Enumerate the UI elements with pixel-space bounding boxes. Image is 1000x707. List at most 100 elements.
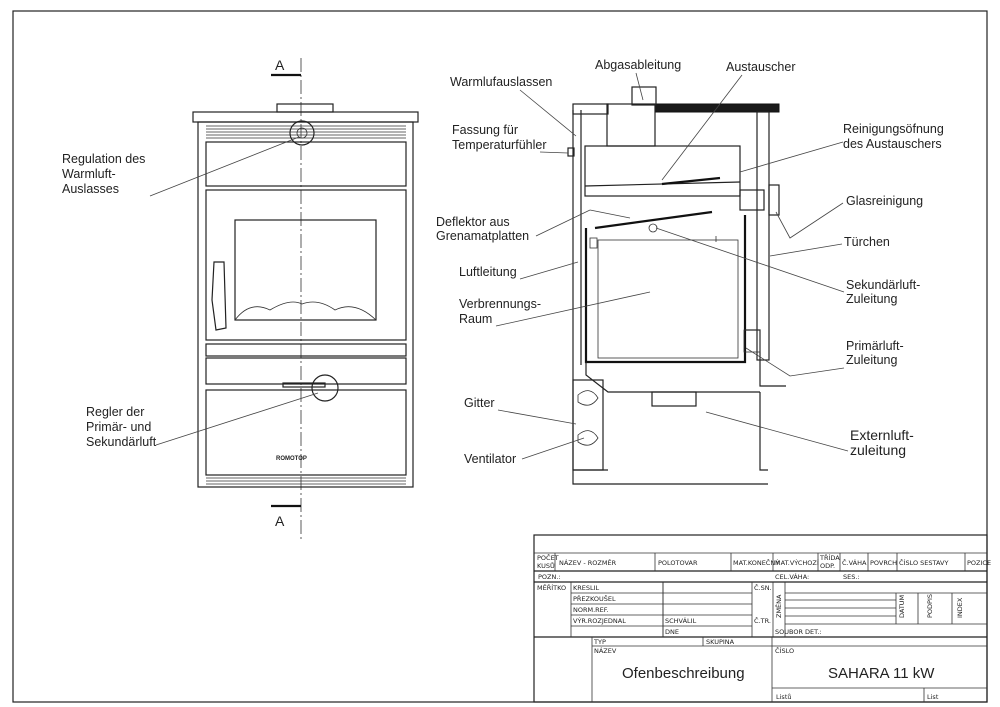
ash-rail xyxy=(205,343,407,357)
tb-pozice: POZICE xyxy=(967,559,991,567)
tb-trida-1: TŘÍDA xyxy=(819,553,840,562)
label-verbrennungsraum-line2: Raum xyxy=(459,312,492,326)
label-regler-line1: Regler der xyxy=(86,405,144,419)
tb-kreslil: KRESLIL xyxy=(573,584,600,592)
label-abgasableitung: Abgasableitung xyxy=(595,58,681,72)
front-view: A A ROMOTOP xyxy=(62,57,419,540)
leader-regler xyxy=(155,392,319,446)
label-glasreinigung: Glasreinigung xyxy=(846,194,923,208)
door xyxy=(205,189,407,341)
flue-outlet xyxy=(606,103,656,147)
section-marker-top: A xyxy=(275,57,285,73)
label-deflektor-line2: Grenamatplatten xyxy=(436,229,529,243)
label-regulation-line3: Auslasses xyxy=(62,182,119,196)
label-externluft-line1: Externluft- xyxy=(850,427,914,443)
tb-soubor-det: SOUBOR DET.: xyxy=(775,628,822,636)
ash-drawer xyxy=(205,357,407,385)
tb-meritko: MĚŘÍTKO xyxy=(537,583,566,592)
section-view: Abgasableitung Austauscher Warmlufauslas… xyxy=(436,58,944,485)
tb-zmena: ZMĚNA xyxy=(774,594,783,618)
label-tuerchen: Türchen xyxy=(844,235,890,249)
top-grille xyxy=(206,125,406,139)
label-reinigungsoeffnung-line2: des Austauschers xyxy=(843,137,942,151)
tb-pozn: POZN.: xyxy=(538,573,561,581)
label-ventilator: Ventilator xyxy=(464,452,516,466)
temperature-sensor xyxy=(567,147,575,157)
tb-c-sn: Č.SN. xyxy=(754,583,772,592)
label-sekundaerluft-line2: Zuleitung xyxy=(846,292,897,306)
label-warmluftauslassen: Warmlufauslassen xyxy=(450,75,552,89)
combustion-chamber xyxy=(584,215,747,364)
sheet-border xyxy=(12,10,988,703)
tb-prezkousel: PŘEZKOUŠEL xyxy=(573,594,616,603)
stove-body xyxy=(197,121,414,488)
tb-product: SAHARA 11 kW xyxy=(828,665,935,682)
top-plate xyxy=(192,111,419,123)
glass-cleaning-channel xyxy=(739,189,765,211)
tb-cel-vaha: CEL.VÁHA: xyxy=(775,572,809,581)
tb-skupina: SKUPINA xyxy=(706,638,735,646)
air-regulator-knob xyxy=(311,374,339,402)
label-regler-line3: Sekundärluft xyxy=(86,435,157,449)
label-verbrennungsraum-line1: Verbrennungs- xyxy=(459,297,541,311)
label-austauscher: Austauscher xyxy=(726,60,795,74)
air-regulator-slider xyxy=(282,382,326,388)
tb-mat-vychozi: MAT.VÝCHOZÍ xyxy=(775,558,819,567)
outer-left-wall xyxy=(572,110,768,485)
label-externluft-line2: zuleitung xyxy=(850,442,906,458)
label-fassung-line2: Temperaturfühler xyxy=(452,138,547,152)
label-gitter: Gitter xyxy=(464,396,495,410)
title-block: POČET KUSŮ NÁZEV - ROZMĚR POLOTOVAR MAT.… xyxy=(533,534,991,703)
label-sekundaerluft-line1: Sekundärluft- xyxy=(846,278,920,292)
tb-dne: DNE xyxy=(665,628,679,636)
label-regler-line2: Primär- und xyxy=(86,420,151,434)
tb-c-vaha: Č.VÁHA xyxy=(842,558,867,567)
door-section xyxy=(756,111,770,361)
tb-mat-konecny: MAT.KONEČNÝ xyxy=(733,558,779,567)
heat-exchanger xyxy=(584,145,741,197)
label-reinigungsoeffnung-line1: Reinigungsöfnung xyxy=(843,122,944,136)
section-marker-bottom: A xyxy=(275,513,285,529)
fan-housing xyxy=(572,379,604,471)
tb-polotovar: POLOTOVAR xyxy=(658,559,698,567)
flue-collar xyxy=(276,103,334,113)
label-primaerluft-line1: Primärluft- xyxy=(846,339,904,353)
tb-index: INDEX xyxy=(956,597,964,618)
label-primaerluft-line2: Zuleitung xyxy=(846,353,897,367)
tb-povrch: POVRCH xyxy=(870,559,897,567)
tb-cislo: ČÍSLO xyxy=(775,646,794,655)
label-deflektor-line1: Deflektor aus xyxy=(436,215,510,229)
brand-logo: ROMOTOP xyxy=(276,456,307,462)
label-luftleitung: Luftleitung xyxy=(459,265,517,279)
warm-air-regulation-knob xyxy=(289,120,315,146)
tb-list: List xyxy=(927,693,939,701)
door-glass xyxy=(234,219,377,321)
label-fassung-line1: Fassung für xyxy=(452,123,518,137)
tb-pocet-2: KUSŮ xyxy=(537,561,555,570)
tb-pocet-1: POČET xyxy=(537,553,559,562)
tb-nazev-rozmer: NÁZEV - ROZMĚR xyxy=(559,558,617,567)
tb-cislo-sestavy: ČÍSLO SESTAVY xyxy=(899,558,948,567)
tb-schvalil: SCHVÁLIL xyxy=(665,616,697,625)
tb-norm-ref: NORM.REF. xyxy=(573,606,609,614)
tb-datum: DATUM xyxy=(898,595,906,618)
tb-typ: TYP xyxy=(593,638,606,646)
tb-ses: SES.: xyxy=(843,573,860,581)
tb-podpis: PODPIS xyxy=(926,594,934,618)
leader-regulation xyxy=(149,136,300,197)
deflector xyxy=(594,210,713,230)
tb-trida-2: ODP. xyxy=(820,562,835,570)
upper-panel xyxy=(205,141,407,187)
log-burner xyxy=(234,301,377,321)
primary-air-pipe xyxy=(745,329,786,387)
tb-c-tr: Č.TR. xyxy=(754,616,771,625)
door-handle xyxy=(211,261,227,331)
tb-vyr-rozjednal: VÝR.ROZJEDNAL xyxy=(573,616,626,625)
tb-listu: Listů xyxy=(776,693,791,701)
label-regulation-line2: Warmluft- xyxy=(62,167,116,181)
storage-compartment xyxy=(205,389,407,476)
external-air-inlet xyxy=(651,391,697,407)
label-regulation-line1: Regulation des xyxy=(62,152,145,166)
tb-nazev: NÁZEV xyxy=(594,646,617,655)
